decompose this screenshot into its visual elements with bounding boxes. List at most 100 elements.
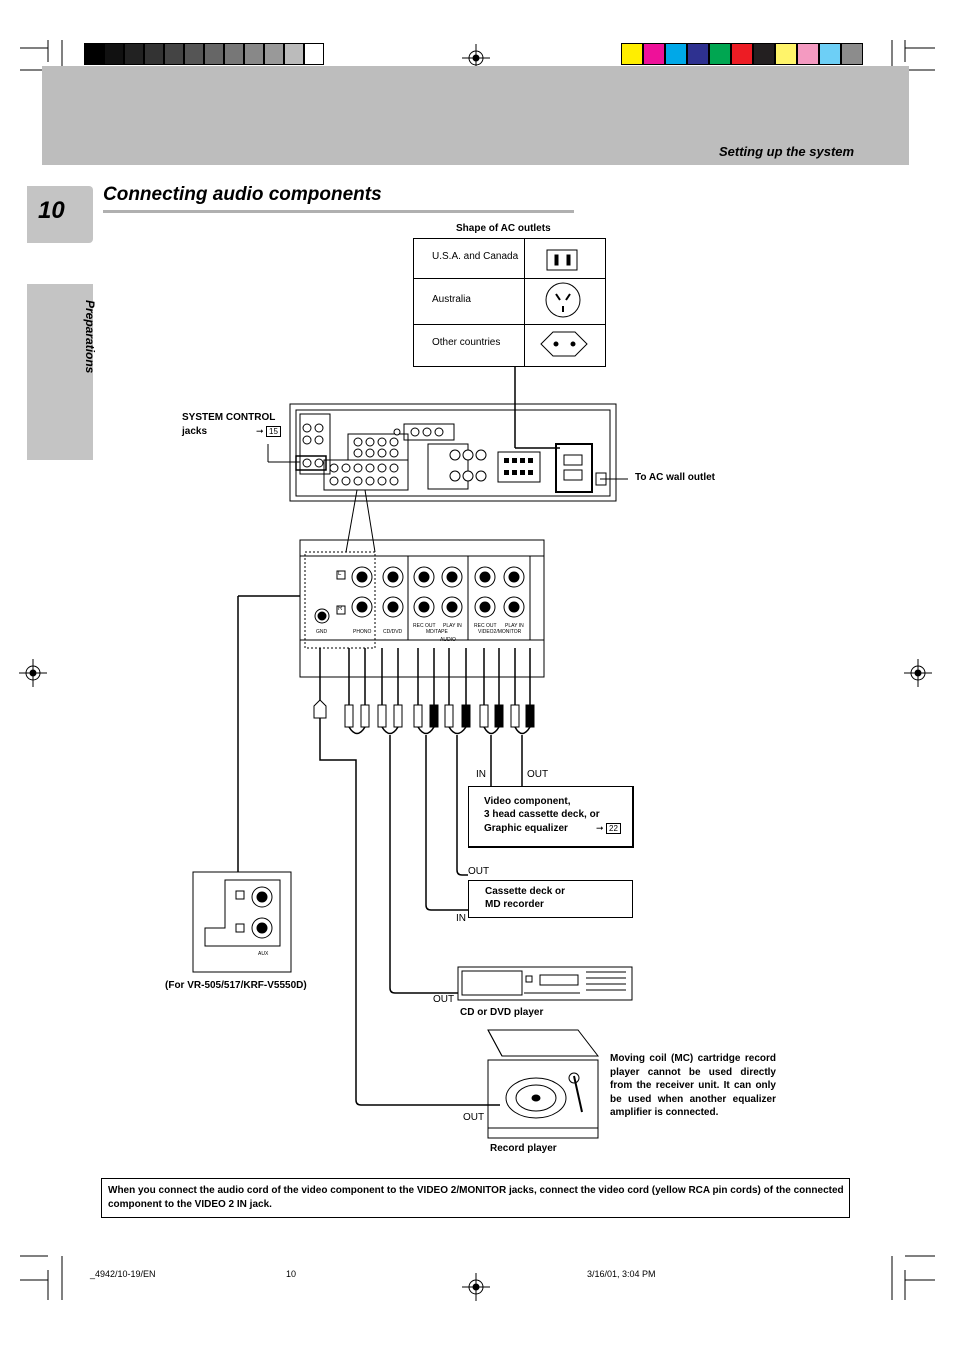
enlarged-jack-panel	[299, 539, 545, 678]
registration-mark-right	[904, 659, 932, 687]
cd-player-label: CD or DVD player	[460, 1007, 544, 1018]
color-swatch	[204, 43, 224, 65]
outlet-name: U.S.A. and Canada	[432, 251, 519, 262]
panel-label-play-in-video: PLAY IN	[505, 623, 524, 629]
color-swatch	[264, 43, 284, 65]
page-number-tab	[27, 186, 93, 243]
outlet-row: Australia	[414, 279, 605, 325]
page-number: 10	[38, 197, 65, 224]
color-swatch	[284, 43, 304, 65]
outlet-name: Australia	[432, 294, 471, 305]
color-swatch	[819, 43, 841, 65]
color-swatch	[621, 43, 643, 65]
system-control-ref: 15	[266, 426, 281, 437]
record-out-label: OUT	[463, 1112, 485, 1123]
panel-label-rec-out-video: REC OUT	[474, 623, 497, 629]
color-swatch	[797, 43, 819, 65]
footer-date: 3/16/01, 3:04 PM	[587, 1269, 656, 1279]
cassette-in-label: IN	[456, 913, 466, 924]
video-component-line3: Graphic equalizer	[484, 823, 568, 834]
panel-label-cd-dvd: CD/DVD	[383, 629, 403, 635]
outlet-name: Other countries	[432, 337, 501, 348]
australia-outlet-icon	[545, 282, 581, 318]
cd-player-drawing	[457, 966, 633, 1001]
outlets-heading: Shape of AC outlets	[456, 223, 551, 234]
footer-file: _4942/10-19/EN	[90, 1269, 156, 1279]
color-swatch	[224, 43, 244, 65]
outlets-table: U.S.A. and Canada Australia Other countr…	[413, 238, 606, 367]
page-title: Connecting audio components	[103, 184, 382, 205]
video-ref: 22	[606, 823, 621, 834]
system-control-arrow: ➞	[256, 426, 264, 436]
color-swatch	[144, 43, 164, 65]
system-control-label: SYSTEM CONTROL	[182, 412, 276, 423]
panel-label-gnd: GND	[316, 629, 328, 635]
video-component-line1: Video component,	[484, 796, 571, 807]
panel-label-l: L	[338, 571, 342, 577]
ac-wall-outlet-label: To AC wall outlet	[635, 472, 715, 483]
outlet-row: U.S.A. and Canada	[414, 239, 605, 279]
aux-inset-panel	[192, 871, 292, 973]
cassette-line1: Cassette deck or	[485, 886, 566, 897]
cassette-line2: MD recorder	[485, 899, 544, 910]
footer-page: 10	[286, 1269, 297, 1279]
color-swatch	[709, 43, 731, 65]
euro-outlet-icon	[540, 331, 588, 357]
video-in-label: IN	[476, 769, 486, 780]
usa-outlet-icon	[546, 249, 578, 271]
color-swatch	[124, 43, 144, 65]
color-swatch	[643, 43, 665, 65]
record-player-label: Record player	[490, 1143, 557, 1154]
outlet-icons	[540, 249, 588, 357]
color-swatch	[164, 43, 184, 65]
cd-out-label: OUT	[433, 994, 455, 1005]
video-out-label: OUT	[527, 769, 549, 780]
color-swatch	[753, 43, 775, 65]
color-swatch	[775, 43, 797, 65]
registration-mark-bottom	[462, 1273, 490, 1301]
grayscale-color-bar	[84, 43, 324, 65]
bottom-note: When you connect the audio cord of the v…	[108, 1185, 844, 1210]
color-swatch	[304, 43, 324, 65]
color-swatch	[84, 43, 104, 65]
process-color-bar	[621, 43, 863, 65]
panel-label-video2-monitor: VIDEO2/MONITOR	[478, 629, 522, 635]
color-swatch	[184, 43, 204, 65]
turntable-drawing	[487, 1029, 600, 1139]
bottom-note-box	[101, 1178, 850, 1218]
color-swatch	[687, 43, 709, 65]
panel-label-md-tape: MD/TAPE	[426, 629, 448, 635]
color-swatch	[104, 43, 124, 65]
vr-models-label: (For VR-505/517/KRF-V5550D)	[165, 980, 307, 991]
panel-label-rec-out-md: REC OUT	[413, 623, 436, 629]
color-swatch	[731, 43, 753, 65]
enlarged-jacks	[314, 566, 525, 624]
video-component-box	[468, 786, 634, 848]
section-title: Setting up the system	[719, 144, 855, 159]
color-swatch	[244, 43, 264, 65]
header-band	[42, 66, 909, 165]
outlet-divider	[524, 239, 525, 366]
video-ref-arrow: ➞	[596, 823, 604, 833]
panel-label-r: R	[338, 606, 343, 612]
color-swatch	[841, 43, 863, 65]
speaker-terminals	[504, 458, 533, 475]
jacks-label: jacks	[182, 426, 208, 437]
outlet-row: Other countries	[414, 325, 605, 365]
receiver-rear-panel	[289, 403, 628, 502]
panel-label-phono: PHONO	[353, 629, 372, 635]
mc-cartridge-note: Moving coil (MC) cartridge record player…	[610, 1053, 776, 1118]
cassette-out-label: OUT	[468, 866, 490, 877]
registration-mark-left	[19, 659, 47, 687]
side-tab	[27, 284, 93, 460]
color-swatch	[665, 43, 687, 65]
rca-plugs	[313, 699, 535, 728]
panel-label-play-in-md: PLAY IN	[443, 623, 462, 629]
title-rule	[103, 210, 574, 213]
receiver-jacks	[302, 423, 487, 486]
cassette-box	[468, 880, 633, 918]
aux-label: AUX	[258, 951, 269, 957]
panel-label-audio: AUDIO	[440, 637, 456, 643]
